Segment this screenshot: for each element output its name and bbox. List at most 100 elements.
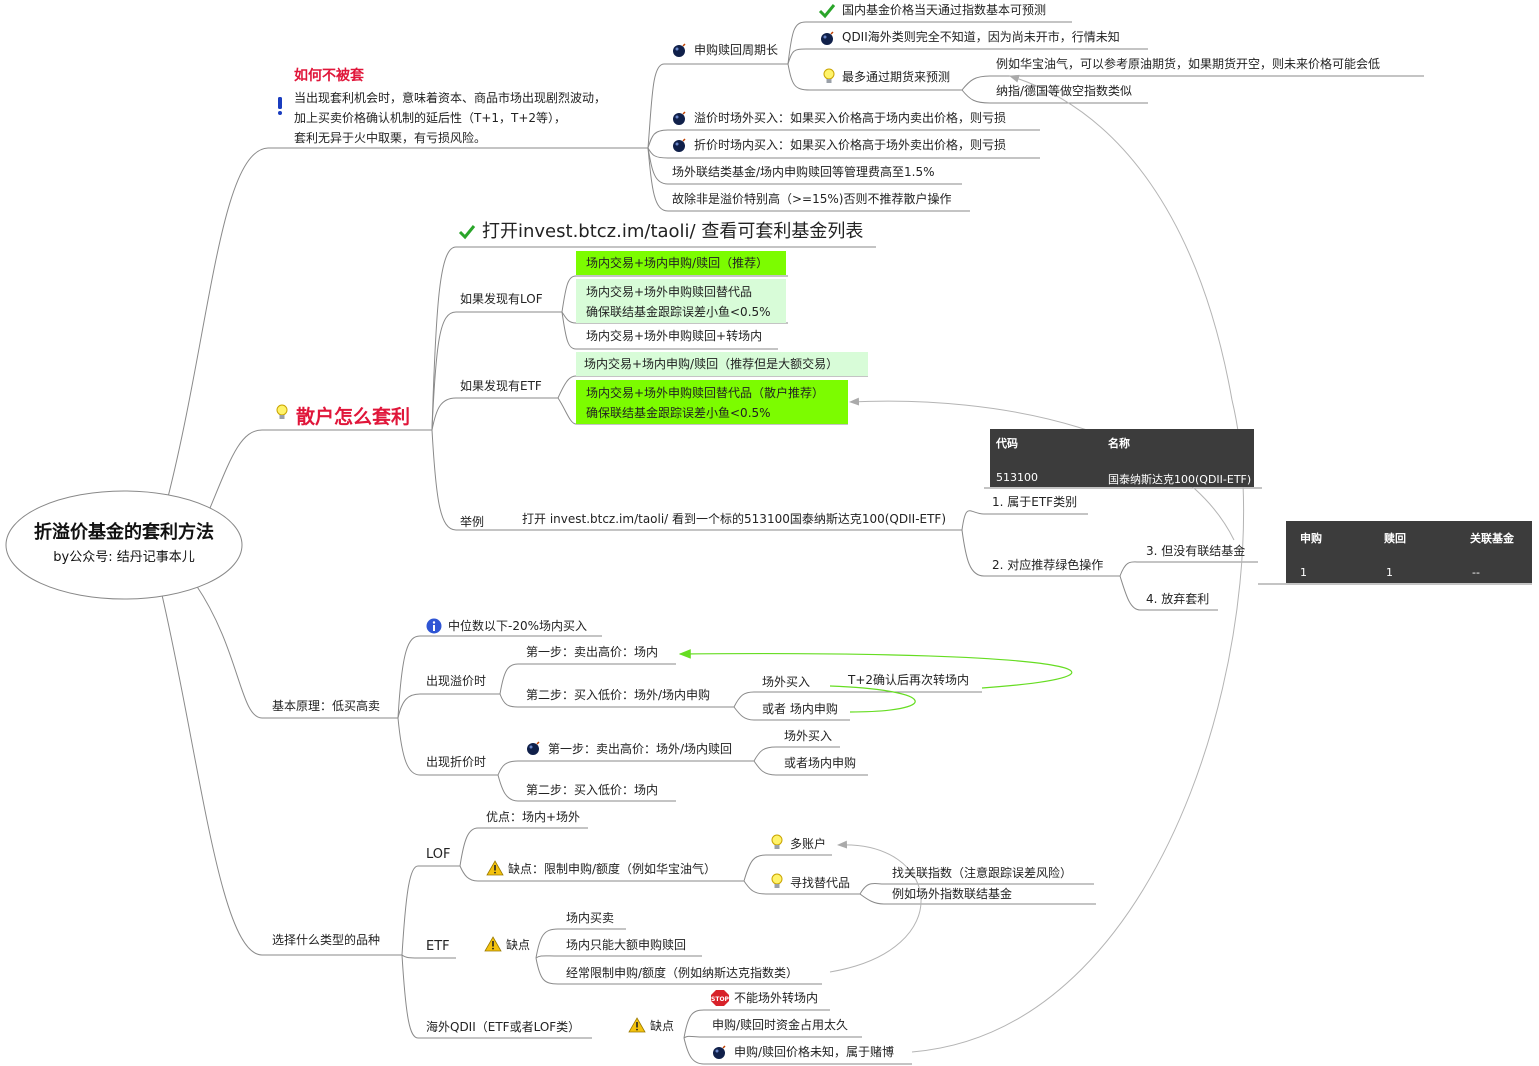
branch1-desc-1: 当出现套利机会时，意味着资本、商品市场出现剧烈波动， — [294, 91, 607, 105]
stop-icon-text: STOP — [711, 996, 730, 1003]
qdii-con-1[interactable]: 不能场外转场内 — [734, 991, 819, 1005]
etf-con-2[interactable]: 场内只能大额申购赎回 — [566, 938, 687, 952]
example-step-4[interactable]: 4. 放弃套利 — [1146, 592, 1210, 606]
lof-pro[interactable]: 优点：场内+场外 — [486, 810, 581, 824]
discount-case[interactable]: 出现折价时 — [426, 755, 487, 769]
fee-note[interactable]: 场外联结类基金/场内申购赎回等管理费高至1.5% — [672, 165, 935, 179]
bomb-icon — [672, 137, 688, 153]
bomb-icon — [672, 42, 688, 58]
example-text[interactable]: 打开 invest.btcz.im/taoli/ 看到一个标的513100国泰纳… — [522, 512, 947, 526]
not-recommended[interactable]: 故除非是溢价特别高（>=15%)否则不推荐散户操作 — [672, 192, 952, 206]
warning-icon — [484, 936, 502, 952]
checkmark-icon — [458, 224, 476, 240]
lof-option-3[interactable]: 场内交易+场外申购赎回+转场内 — [586, 329, 763, 343]
lightbulb-icon — [770, 873, 786, 889]
exclamation-icon — [272, 96, 288, 115]
root-ellipse — [5, 490, 243, 600]
lof-type[interactable]: LOF — [426, 847, 451, 862]
warning-icon — [486, 860, 504, 876]
example-step-2[interactable]: 2. 对应推荐绿色操作 — [992, 558, 1104, 572]
etf-con-3[interactable]: 经常限制申购/额度（例如纳斯达克指数类） — [566, 966, 799, 980]
table-header-code: 代码 — [996, 437, 1018, 450]
qdii-type[interactable]: 海外QDII（ETF或者LOF类） — [426, 1020, 581, 1034]
fund-ops-table: 申购 赎回 关联基金 1 1 -- — [1286, 521, 1532, 583]
premium-risk[interactable]: 溢价时场外买入：如果买入价格高于场内卖出价格，则亏损 — [694, 111, 1007, 125]
premium-step-2b[interactable]: 或者 场内申购 — [762, 702, 838, 716]
lof-option-2b[interactable]: 确保联结基金跟踪误差小鱼<0.5% — [586, 305, 771, 319]
etf-option-2-box — [576, 380, 848, 424]
table-header-name: 名称 — [1108, 437, 1130, 450]
etf-type[interactable]: ETF — [426, 939, 450, 954]
substitute-index[interactable]: 找关联指数（注意跟踪误差风险） — [892, 866, 1073, 880]
branch1-desc-2: 加上买卖价格确认机制的延后性（T+1，T+2等）， — [294, 111, 567, 125]
example-step-1[interactable]: 1. 属于ETF类别 — [992, 495, 1078, 509]
premium-step-2[interactable]: 第二步：买入低价：场外/场内申购 — [526, 688, 711, 702]
substitute-example[interactable]: 例如场外指数联结基金 — [892, 887, 1013, 901]
warning-icon — [628, 1017, 646, 1033]
qdii-unknown[interactable]: QDII海外类则完全不知道，因为尚未开市，行情未知 — [842, 30, 1120, 44]
etf-option-2a[interactable]: 场内交易+场外申购赎回替代品（散户推荐） — [586, 386, 825, 400]
branch1-title[interactable]: 如何不被套 — [294, 68, 364, 84]
lof-con[interactable]: 缺点：限制申购/额度（例如华宝油气） — [508, 862, 717, 876]
futures-predict[interactable]: 最多通过期货来预测 — [842, 70, 951, 84]
bomb-icon — [712, 1044, 728, 1060]
nasdaq-similar[interactable]: 纳指/德国等做空指数类似 — [996, 84, 1133, 98]
etf-con-1[interactable]: 场内买卖 — [566, 911, 615, 925]
lightbulb-icon — [770, 834, 786, 850]
lightbulb-icon — [275, 404, 291, 420]
fund-code-table: 代码 名称 513100 国泰纳斯达克100(QDII-ETF) — [990, 429, 1254, 487]
table-cell-name: 国泰纳斯达克100(QDII-ETF) — [1108, 473, 1252, 486]
t2-transfer[interactable]: T+2确认后再次转场内 — [848, 673, 970, 687]
etf-option-2b[interactable]: 确保联结基金跟踪误差小鱼<0.5% — [586, 406, 771, 420]
lof-option-2a[interactable]: 场内交易+场外申购赎回替代品 — [586, 285, 753, 299]
checkmark-icon — [818, 3, 836, 19]
discount-step-2[interactable]: 第二步：买入低价：场内 — [526, 783, 659, 797]
lof-option-2-box — [576, 279, 786, 323]
discount-step-1b[interactable]: 或者场内申购 — [784, 756, 857, 770]
discount-risk[interactable]: 折价时场内买入：如果买入价格高于场外卖出价格，则亏损 — [694, 138, 1007, 152]
example-label[interactable]: 举例 — [460, 515, 485, 529]
example-step-3[interactable]: 3. 但没有联结基金 — [1146, 544, 1246, 558]
table-cell-code: 513100 — [996, 471, 1038, 484]
branch3-title[interactable]: 基本原理：低买高卖 — [272, 699, 381, 713]
table-header-subscribe: 申购 — [1300, 532, 1322, 545]
domestic-predictable[interactable]: 国内基金价格当天通过指数基本可预测 — [842, 3, 1047, 17]
lof-found[interactable]: 如果发现有LOF — [460, 292, 543, 306]
table-cell-subscribe: 1 — [1300, 566, 1307, 579]
etf-option-1[interactable]: 场内交易+场内申购/赎回（推荐但是大额交易） — [584, 357, 839, 371]
find-substitute[interactable]: 寻找替代品 — [790, 876, 851, 890]
table-header-linked: 关联基金 — [1470, 532, 1514, 545]
qdii-con-2[interactable]: 申购/赎回时资金占用太久 — [712, 1018, 849, 1032]
branch2-title[interactable]: 散户怎么套利 — [296, 406, 411, 428]
etf-option-1-box — [576, 352, 868, 376]
qdii-con-3[interactable]: 申购/赎回价格未知，属于赌博 — [734, 1045, 895, 1059]
etf-found[interactable]: 如果发现有ETF — [460, 379, 542, 393]
premium-step-2a[interactable]: 场外买入 — [762, 675, 811, 689]
median-buy[interactable]: 中位数以下-20%场内买入 — [448, 619, 588, 633]
root-subtitle: by公众号: 结丹记事本儿 — [53, 550, 195, 565]
table-header-redeem: 赎回 — [1384, 532, 1406, 545]
discount-step-1[interactable]: 第一步：卖出高价：场外/场内赎回 — [548, 742, 733, 756]
bomb-icon — [820, 30, 836, 46]
branch1-desc-3: 套利无异于火中取栗，有亏损风险。 — [294, 131, 487, 145]
etf-con[interactable]: 缺点 — [506, 938, 531, 952]
lof-option-1[interactable]: 场内交易+场内申购/赎回（推荐） — [586, 256, 769, 270]
info-icon — [426, 618, 442, 634]
table-cell-redeem: 1 — [1386, 566, 1393, 579]
lof-option-1-box — [576, 251, 786, 275]
premium-case[interactable]: 出现溢价时 — [426, 674, 487, 688]
table-cell-linked: -- — [1472, 566, 1480, 579]
qdii-con[interactable]: 缺点 — [650, 1019, 675, 1033]
discount-step-1a[interactable]: 场外买入 — [784, 729, 833, 743]
multi-account[interactable]: 多账户 — [790, 837, 827, 851]
futures-example[interactable]: 例如华宝油气，可以参考原油期货，如果期货开空，则未来价格可能会低 — [996, 57, 1381, 71]
open-site-title[interactable]: 打开invest.btcz.im/taoli/ 查看可套利基金列表 — [482, 221, 864, 242]
root-title: 折溢价基金的套利方法 — [34, 522, 214, 543]
cycle-node[interactable]: 申购赎回周期长 — [694, 43, 779, 57]
premium-step-1[interactable]: 第一步：卖出高价：场内 — [526, 645, 659, 659]
branch4-title[interactable]: 选择什么类型的品种 — [272, 933, 381, 947]
bomb-icon — [672, 110, 688, 126]
lightbulb-icon — [822, 68, 838, 84]
bomb-icon — [526, 740, 542, 756]
